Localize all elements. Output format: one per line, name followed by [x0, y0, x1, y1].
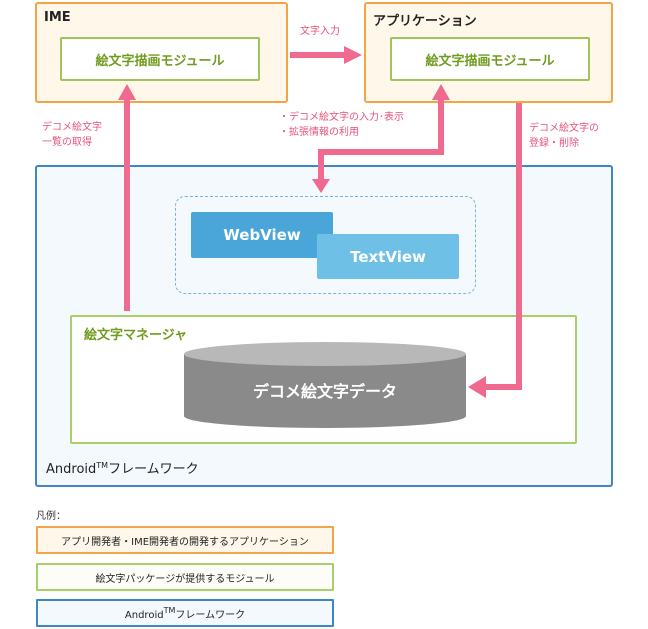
webview-box: WebView	[191, 212, 333, 258]
register-delete-arrow	[468, 103, 522, 398]
legend-app-box: アプリ開発者・IME開発者の開発するアプリケーション	[36, 526, 334, 554]
legend-module-box: 絵文字パッケージが提供するモジュール	[36, 563, 334, 591]
legend-title: 凡例：	[36, 511, 66, 522]
get-list-line-1: デコメ絵文字	[42, 122, 102, 133]
legend-android-suffix: フレームワーク	[175, 609, 246, 621]
legend-android-box: AndroidTMフレームワーク	[36, 599, 334, 627]
android-suffix: フレームワーク	[108, 462, 199, 477]
ime-title: IME	[44, 10, 71, 25]
text-input-label: 文字入力	[300, 26, 340, 37]
legend-module-label: 絵文字パッケージが提供するモジュール	[95, 573, 275, 585]
views-container	[175, 196, 476, 294]
input-display-label: ・デコメ絵文字の入力･表示 ・拡張情報の利用	[279, 110, 404, 140]
get-list-line-2: 一覧の取得	[42, 137, 92, 148]
textview-box: TextView	[317, 234, 459, 279]
app-module-label: 絵文字描画モジュール	[425, 53, 555, 69]
input-display-arrow	[312, 84, 450, 193]
legend-trademark-mark: TM	[163, 605, 176, 615]
android-name: Android	[46, 462, 97, 477]
legend-android-label: AndroidTMフレームワーク	[125, 606, 245, 621]
legend-app-label: アプリ開発者・IME開発者の開発するアプリケーション	[61, 536, 309, 548]
ime-module-label: 絵文字描画モジュール	[95, 53, 225, 69]
legend-android-name: Android	[124, 609, 164, 621]
ime-emoji-render-module: 絵文字描画モジュール	[60, 37, 260, 81]
text-input-arrow	[290, 46, 362, 64]
register-delete-line-2: 登録・削除	[529, 138, 579, 149]
webview-label: WebView	[223, 226, 301, 244]
decome-emoji-database	[184, 342, 466, 428]
app-emoji-render-module: 絵文字描画モジュール	[390, 37, 590, 81]
application-title: アプリケーション	[373, 14, 477, 29]
trademark-mark: TM	[96, 461, 109, 470]
emoji-manager-title: 絵文字マネージャ	[84, 328, 188, 343]
textview-label: TextView	[350, 247, 426, 266]
database-label: デコメ絵文字データ	[252, 382, 397, 401]
get-list-arrow	[118, 84, 136, 311]
input-display-line-2: ・拡張情報の利用	[279, 127, 359, 138]
register-delete-label: デコメ絵文字の 登録・削除	[529, 121, 599, 151]
android-framework-label: AndroidTMフレームワーク	[46, 458, 199, 477]
input-display-line-1: ・デコメ絵文字の入力･表示	[279, 112, 404, 123]
register-delete-line-1: デコメ絵文字の	[529, 123, 599, 134]
get-list-label: デコメ絵文字 一覧の取得	[42, 120, 102, 150]
